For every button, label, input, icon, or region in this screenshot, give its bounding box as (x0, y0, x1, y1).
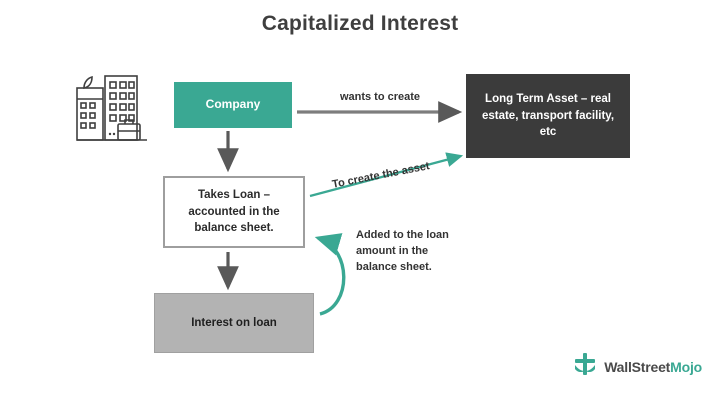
node-interest-on-loan: Interest on loan (154, 293, 314, 353)
logo-text-part2: Mojo (670, 358, 702, 375)
node-long-term-asset: Long Term Asset – real estate, transport… (466, 74, 630, 158)
page-title: Capitalized Interest (261, 12, 459, 35)
edge-label-wants-to-create: wants to create (339, 91, 421, 103)
wallstreetmojo-logo-text: WallStreetMojo (604, 359, 702, 375)
wallstreetmojo-logo-icon (572, 350, 598, 383)
edge-label-added-to-loan: Added to the loan amount in the balance … (356, 229, 449, 273)
node-company: Company (174, 82, 292, 128)
wallstreetmojo-logo: WallStreetMojo (572, 350, 702, 383)
logo-text-part1: WallStreet (604, 358, 671, 375)
edge-label-to-create-the-asset: To create the asset (331, 160, 431, 191)
arrow-interest-to-loan (314, 233, 346, 316)
node-takes-loan: Takes Loan – accounted in the balance sh… (163, 176, 305, 248)
office-building-icon (72, 68, 164, 148)
